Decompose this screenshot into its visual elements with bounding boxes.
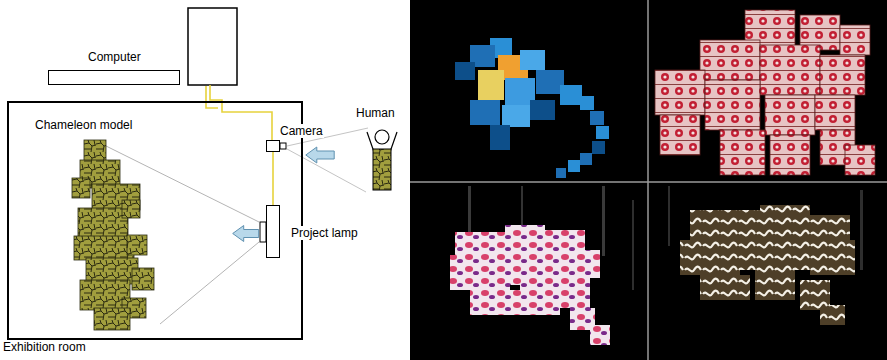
photo-blue <box>455 38 609 178</box>
human-body <box>373 149 391 190</box>
blue-block <box>556 168 566 178</box>
chameleon-block <box>122 200 140 218</box>
white-blocks <box>680 205 855 325</box>
red-block <box>765 95 815 135</box>
projection-line <box>160 242 259 324</box>
photo-streak <box>632 200 634 290</box>
white-block <box>740 240 810 270</box>
blue-block <box>490 125 510 150</box>
red-block <box>655 70 705 115</box>
camera-box: Camera <box>266 140 280 152</box>
red-block <box>820 55 865 95</box>
blue-block <box>455 62 475 80</box>
room-outline: Exhibition roomChameleon modelCameraProj… <box>7 101 303 340</box>
blue-block <box>530 100 555 120</box>
blue-block <box>580 96 594 110</box>
chameleon-block <box>78 208 128 238</box>
white-block <box>690 210 760 240</box>
computer-tower <box>188 8 237 85</box>
chameleon-figure <box>72 140 154 330</box>
white-block <box>810 240 855 275</box>
photo-streak <box>602 186 605 256</box>
chameleon-block <box>94 308 130 330</box>
flow-arrow <box>306 147 334 163</box>
pink-block <box>560 278 590 308</box>
node-label: Exhibition room <box>3 340 86 354</box>
node-label: Human <box>356 106 395 120</box>
chameleon-block <box>74 236 134 260</box>
grid-line <box>410 181 887 183</box>
node-label: Camera <box>279 124 324 138</box>
model-area: Chameleon model <box>72 140 162 330</box>
red-block <box>845 145 875 175</box>
red-block <box>815 95 855 130</box>
chameleon-block <box>84 140 106 162</box>
human-figure <box>367 130 397 190</box>
red-block <box>660 115 700 155</box>
person-area: Human <box>366 128 398 192</box>
chameleon-block <box>127 235 147 255</box>
red-block <box>700 40 760 80</box>
blue-block <box>568 160 580 172</box>
blue-block <box>536 70 564 94</box>
white-block <box>755 270 795 300</box>
white-block <box>700 275 750 300</box>
photo-streak <box>860 190 863 270</box>
blue-block <box>560 85 582 105</box>
blue-block <box>470 100 500 125</box>
camera-lens <box>280 143 286 149</box>
human-head <box>375 130 389 144</box>
signal-wire <box>272 152 274 205</box>
pink-block <box>510 255 565 285</box>
blue-block <box>592 141 605 154</box>
lamp-box: Project lamp <box>266 205 280 258</box>
node-label: Project lamp <box>290 226 359 240</box>
blue-block <box>580 153 592 165</box>
red-block <box>705 80 760 130</box>
signal-wire <box>210 85 272 140</box>
blue-block <box>590 111 604 125</box>
pink-block <box>470 290 520 315</box>
white-block <box>820 305 845 325</box>
photo-white <box>668 186 863 325</box>
photo-red <box>655 10 875 175</box>
white-block <box>680 240 740 275</box>
flow-arrow <box>233 226 259 242</box>
pink-block <box>590 325 610 345</box>
pink-block <box>455 232 505 257</box>
grid-line <box>647 0 649 360</box>
white-block <box>760 205 810 240</box>
blue-block <box>478 70 504 100</box>
pink-block <box>505 225 545 255</box>
photo-streak <box>668 186 670 246</box>
computer-box: Computer <box>48 70 180 85</box>
pink-blocks <box>450 225 610 345</box>
projection-line <box>100 143 259 222</box>
chameleon-block <box>72 178 90 198</box>
blue-block <box>502 105 530 127</box>
blue-block <box>596 126 609 139</box>
pink-block <box>450 255 510 290</box>
white-block <box>810 215 850 240</box>
signal-wire <box>206 86 218 108</box>
red-block <box>720 130 765 175</box>
photo-pink <box>450 186 634 345</box>
blue-block <box>520 50 545 70</box>
chameleon-block <box>132 268 154 290</box>
red-block <box>760 45 820 95</box>
red-block <box>840 25 870 55</box>
node-label: Computer <box>88 50 141 64</box>
red-block <box>770 135 810 175</box>
photo-panel <box>410 0 887 360</box>
pink-block <box>520 285 560 315</box>
pink-block <box>565 250 600 278</box>
node-label: Chameleon model <box>35 118 132 132</box>
